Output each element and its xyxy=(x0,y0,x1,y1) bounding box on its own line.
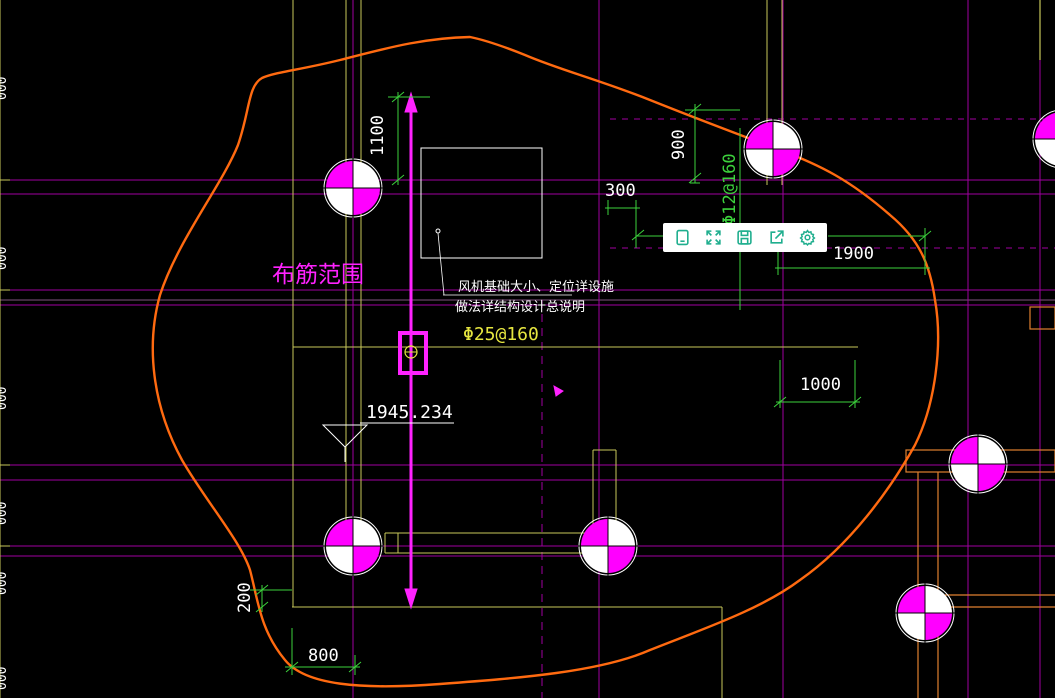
dim-300: 300 xyxy=(605,181,636,201)
gear-icon[interactable] xyxy=(795,226,819,250)
dim-900: 900 xyxy=(669,129,689,160)
revision-cloud xyxy=(151,35,940,688)
dim-1100: 1100 xyxy=(368,115,388,156)
dim-1900: 1900 xyxy=(833,244,874,264)
note-line-2: 做法详结构设计总说明 xyxy=(455,300,585,315)
rebar-range-label: 布筋范围 xyxy=(272,262,364,288)
rebar-main-label: Φ25@160 xyxy=(463,324,539,345)
column-symbol xyxy=(894,582,956,644)
fan-foundation-box xyxy=(420,147,543,259)
column-symbol xyxy=(322,515,384,577)
dim-1000: 1000 xyxy=(800,375,841,395)
dim-200: 200 xyxy=(235,582,255,613)
elevation-marker xyxy=(321,422,454,462)
save-icon[interactable] xyxy=(733,226,757,250)
grid-lines-vertical xyxy=(352,0,1041,698)
left-edge-number: 000 xyxy=(0,387,10,410)
tablet-icon[interactable] xyxy=(671,226,695,250)
elevation-value: 1945.234 xyxy=(366,402,453,423)
left-edge-number: 000 xyxy=(0,572,10,595)
column-symbol xyxy=(947,433,1009,495)
rebar-range-arrow xyxy=(398,91,564,610)
dimension-lines xyxy=(250,91,932,675)
share-icon[interactable] xyxy=(764,226,788,250)
left-edge-ticks xyxy=(0,179,10,547)
left-edge-number: 000 xyxy=(0,77,10,100)
rebar-vertical-label: Φ12@160 xyxy=(720,153,740,225)
left-edge-number: 000 xyxy=(0,247,10,270)
grid-lines-magenta xyxy=(0,118,1055,557)
column-symbol xyxy=(577,515,639,577)
dim-800: 800 xyxy=(308,646,339,666)
left-edge-number: 000 xyxy=(0,502,10,525)
floating-toolbar xyxy=(663,223,827,252)
note-line-1: 风机基础大小、定位详设施 xyxy=(458,280,614,295)
column-symbol xyxy=(322,157,384,219)
column-symbol xyxy=(1031,108,1055,170)
structure-lines xyxy=(0,0,858,698)
expand-icon[interactable] xyxy=(702,226,726,250)
left-edge-number: 000 xyxy=(0,667,10,690)
column-symbol xyxy=(742,118,804,180)
